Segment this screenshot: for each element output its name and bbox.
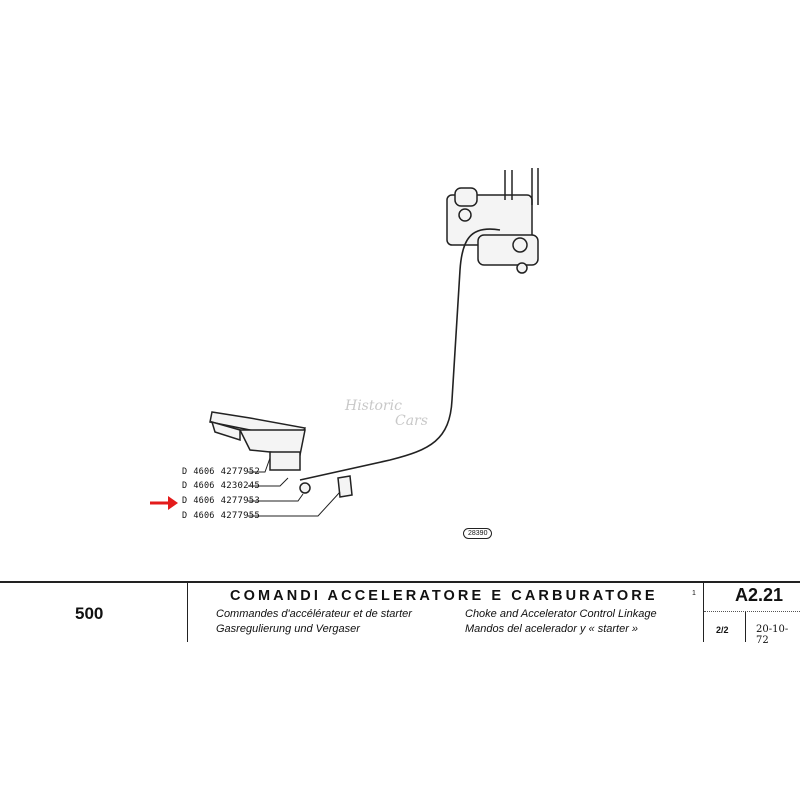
svg-text:Historic: Historic: [344, 398, 402, 414]
divider: [187, 582, 188, 642]
footnote-mark: 1: [692, 590, 696, 597]
highlight-arrow: [150, 496, 178, 510]
page-title: COMANDI ACCELERATORE E CARBURATORE: [230, 588, 658, 604]
control-cable: [299, 228, 501, 481]
subtitle-french: Commandes d'accélérateur et de starter: [216, 608, 412, 620]
sheet-number: 2/2: [716, 625, 729, 635]
divider: [745, 612, 746, 642]
subtitle-spanish: Mandos del acelerador y « starter »: [465, 623, 639, 635]
divider: [704, 611, 800, 612]
carburetor-drawing: [446, 168, 539, 274]
figure-number: 28390: [463, 528, 493, 539]
leader-lines: [248, 457, 341, 517]
svg-text:Cars: Cars: [395, 413, 428, 429]
hand-lever-drawing: [209, 411, 353, 498]
divider: [703, 582, 704, 642]
exploded-parts-diagram: Historic Cars: [150, 168, 539, 517]
model-number: 500: [75, 604, 104, 623]
footer-divider: [0, 581, 800, 583]
section-code: A2.21: [735, 585, 784, 605]
subtitle-english: Choke and Accelerator Control Linkage: [465, 608, 657, 620]
watermark-logo: Historic Cars: [344, 398, 428, 429]
revision-date: 20-10-72: [756, 624, 789, 646]
subtitle-german: Gasregulierung und Vergaser: [216, 623, 360, 635]
